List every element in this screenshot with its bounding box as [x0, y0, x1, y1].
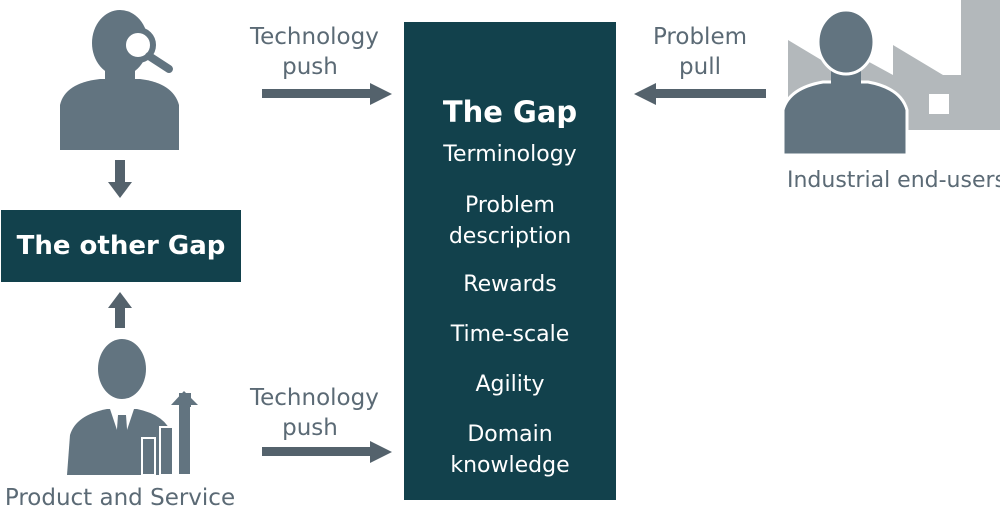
person-magnifier-icon [60, 10, 179, 150]
businessman-growth-chart-icon [67, 339, 198, 476]
other-gap-box: The other Gap [1, 210, 241, 282]
tech-push-bottom-label: Technology push [250, 385, 379, 441]
down-arrow-icon [108, 160, 132, 198]
right-arrow-icon [262, 441, 392, 463]
gap-item-domain-knowledge: Domain knowledge [450, 422, 570, 478]
gap-item-agility: Agility [475, 372, 545, 397]
up-arrow-icon [108, 292, 132, 328]
gap-item-rewards: Rewards [463, 272, 557, 297]
gap-item-terminology: Terminology [443, 142, 577, 167]
industrial-end-users-label: Industrial end-users [787, 168, 1000, 193]
person-factory-icon [781, 0, 1000, 157]
problem-pull-label: Problem pull [652, 24, 748, 80]
other-gap-title: The other Gap [16, 231, 226, 261]
product-service-label: Product and Service [4, 485, 236, 511]
gap-title: The Gap [442, 95, 578, 129]
gap-box: The Gap Terminology Problem description … [404, 22, 616, 500]
right-arrow-icon [262, 83, 392, 105]
left-arrow-icon [634, 83, 766, 105]
gap-item-time-scale: Time-scale [450, 322, 570, 347]
gap-item-problem-description: Problem description [448, 193, 572, 249]
tech-push-top-label: Technology push [250, 24, 379, 80]
